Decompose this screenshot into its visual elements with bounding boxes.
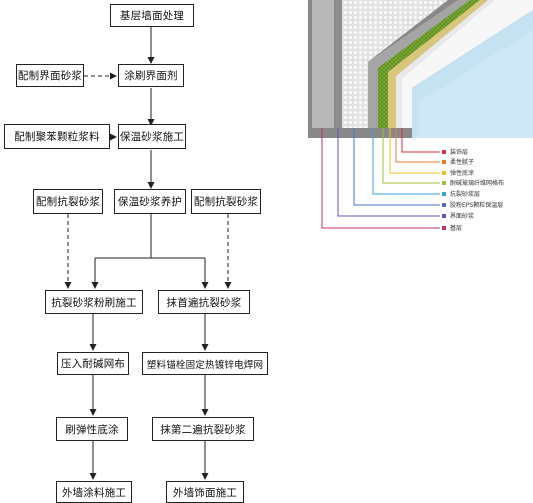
step-elastic-primer: 刷弹性底涂 (56, 417, 128, 441)
wall-cross-section (308, 0, 533, 229)
step-insulation-curing: 保温砂浆养护 (114, 189, 186, 214)
step-prep-crack-mortar-left: 配制抗裂砂浆 (33, 189, 103, 214)
step-press-mesh: 压入耐碱网布 (57, 352, 129, 375)
step-exterior-paint: 外墙涂料施工 (56, 481, 132, 503)
step-second-crack-coat: 抹第二遍抗裂砂浆 (152, 417, 254, 441)
step-prep-interface-mortar: 配制界面砂浆 (16, 64, 84, 87)
step-apply-interface-agent: 涂刷界面剂 (118, 64, 184, 87)
step-insulation-mortar: 保温砂浆施工 (118, 124, 186, 149)
step-first-crack-coat: 抹首遍抗裂砂浆 (158, 290, 250, 314)
step-base-treatment: 基层墙面处理 (110, 4, 194, 27)
step-fix-mesh: 塑料锚栓固定热镀锌电焊网 (142, 352, 268, 375)
step-prep-crack-mortar-right: 配制抗裂砂浆 (191, 189, 261, 214)
step-exterior-finish: 外墙饰面施工 (166, 481, 244, 503)
step-prep-eps-mortar: 配制聚苯颗粒浆料 (4, 124, 110, 149)
step-crack-mortar-brush: 抗裂砂浆粉刷施工 (45, 290, 143, 314)
